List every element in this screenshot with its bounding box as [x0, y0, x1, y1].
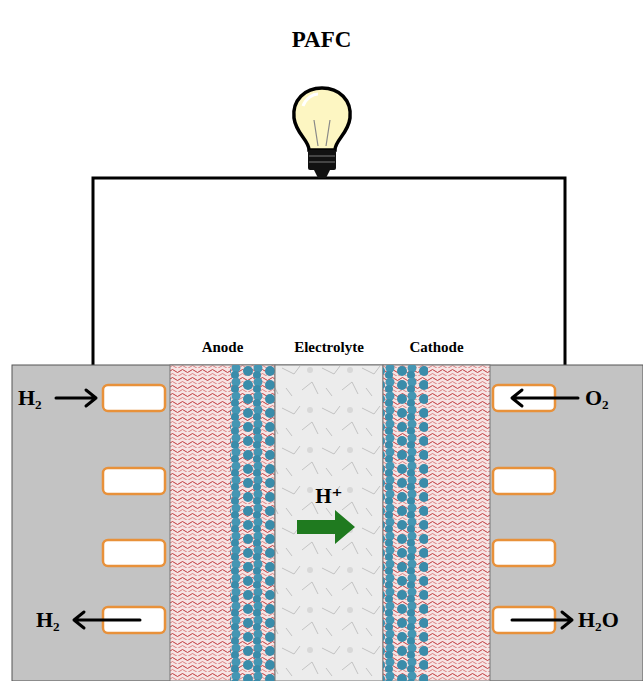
gas-label: H₂ — [18, 385, 42, 411]
layer-label: Electrolyte — [275, 337, 383, 357]
gas-label: H₂O — [578, 607, 619, 633]
layer-label: Anode — [170, 337, 275, 357]
layer-band: Anode — [170, 337, 275, 681]
ion-label: H⁺ — [275, 483, 383, 509]
gas-label: H₂ — [36, 607, 60, 633]
layer-label: Cathode — [383, 337, 490, 357]
layer-band: ElectrolyteH⁺ — [275, 337, 383, 681]
gas-label: O₂ — [585, 385, 609, 411]
diagram-title: PAFC — [0, 26, 643, 54]
layer-band: Cathode — [383, 337, 490, 681]
